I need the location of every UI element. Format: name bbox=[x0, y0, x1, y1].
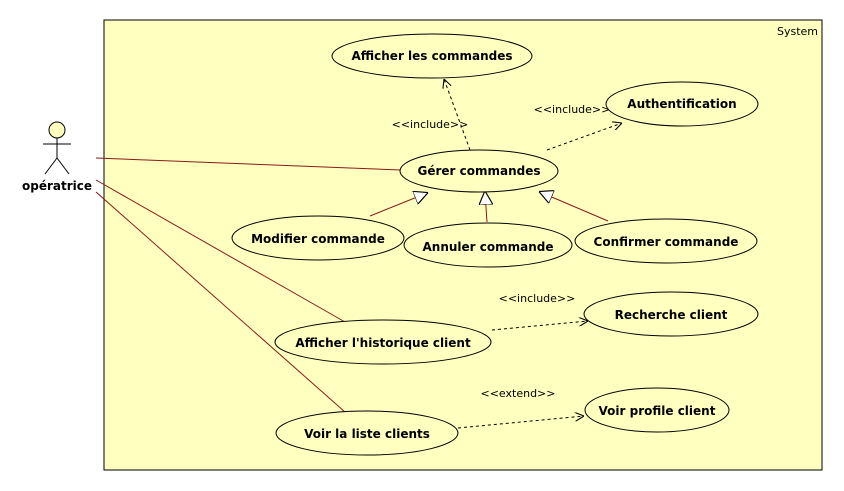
assoc-voir-liste bbox=[95, 191, 346, 413]
actor-leg-left bbox=[44, 157, 58, 175]
actor-operatrice[interactable] bbox=[43, 121, 71, 175]
usecase-afficher-commandes-label: Afficher les commandes bbox=[351, 49, 512, 63]
include-afficher-label: <<include>> bbox=[392, 118, 469, 131]
usecase-afficher-commandes[interactable]: Afficher les commandes bbox=[331, 33, 533, 79]
usecase-recherche-client[interactable]: Recherche client bbox=[583, 291, 759, 337]
system-label: System bbox=[777, 25, 818, 38]
include-recherche-label: <<include>> bbox=[499, 292, 576, 305]
usecase-authentification-label: Authentification bbox=[627, 97, 736, 111]
usecase-recherche-client-label: Recherche client bbox=[615, 308, 728, 322]
assoc-afficher-historique bbox=[95, 179, 346, 323]
include-auth-line bbox=[546, 123, 622, 151]
usecase-annuler-commande[interactable]: Annuler commande bbox=[403, 222, 573, 268]
usecase-voir-profile-label: Voir profile client bbox=[599, 404, 716, 418]
usecase-confirmer-commande[interactable]: Confirmer commande bbox=[574, 218, 758, 264]
usecase-voir-liste-label: Voir la liste clients bbox=[304, 427, 430, 441]
assoc-gerer-commandes bbox=[95, 157, 401, 171]
include-auth-label: <<include>> bbox=[534, 103, 611, 116]
usecase-authentification[interactable]: Authentification bbox=[605, 81, 759, 127]
actor-label: opératrice bbox=[22, 179, 92, 193]
generalization-annuler bbox=[485, 192, 487, 223]
extend-profile-label: <<extend>> bbox=[481, 387, 556, 400]
actor-head bbox=[48, 121, 66, 139]
generalization-confirmer bbox=[540, 192, 609, 222]
usecase-afficher-historique-label: Afficher l'historique client bbox=[295, 336, 471, 350]
usecase-voir-profile[interactable]: Voir profile client bbox=[584, 387, 730, 433]
usecase-confirmer-commande-label: Confirmer commande bbox=[594, 235, 739, 249]
actor-leg-right bbox=[56, 157, 70, 175]
include-recherche-line bbox=[491, 321, 588, 331]
usecase-afficher-historique[interactable]: Afficher l'historique client bbox=[274, 319, 492, 365]
usecase-annuler-commande-label: Annuler commande bbox=[423, 240, 554, 254]
usecase-voir-liste[interactable]: Voir la liste clients bbox=[275, 410, 459, 456]
usecase-modifier-commande[interactable]: Modifier commande bbox=[231, 215, 405, 261]
generalization-modifier bbox=[369, 193, 427, 217]
include-afficher-line bbox=[444, 79, 471, 151]
usecase-gerer-commandes-label: Gérer commandes bbox=[417, 164, 540, 178]
usecase-modifier-commande-label: Modifier commande bbox=[251, 232, 385, 246]
usecase-gerer-commandes[interactable]: Gérer commandes bbox=[399, 149, 559, 193]
